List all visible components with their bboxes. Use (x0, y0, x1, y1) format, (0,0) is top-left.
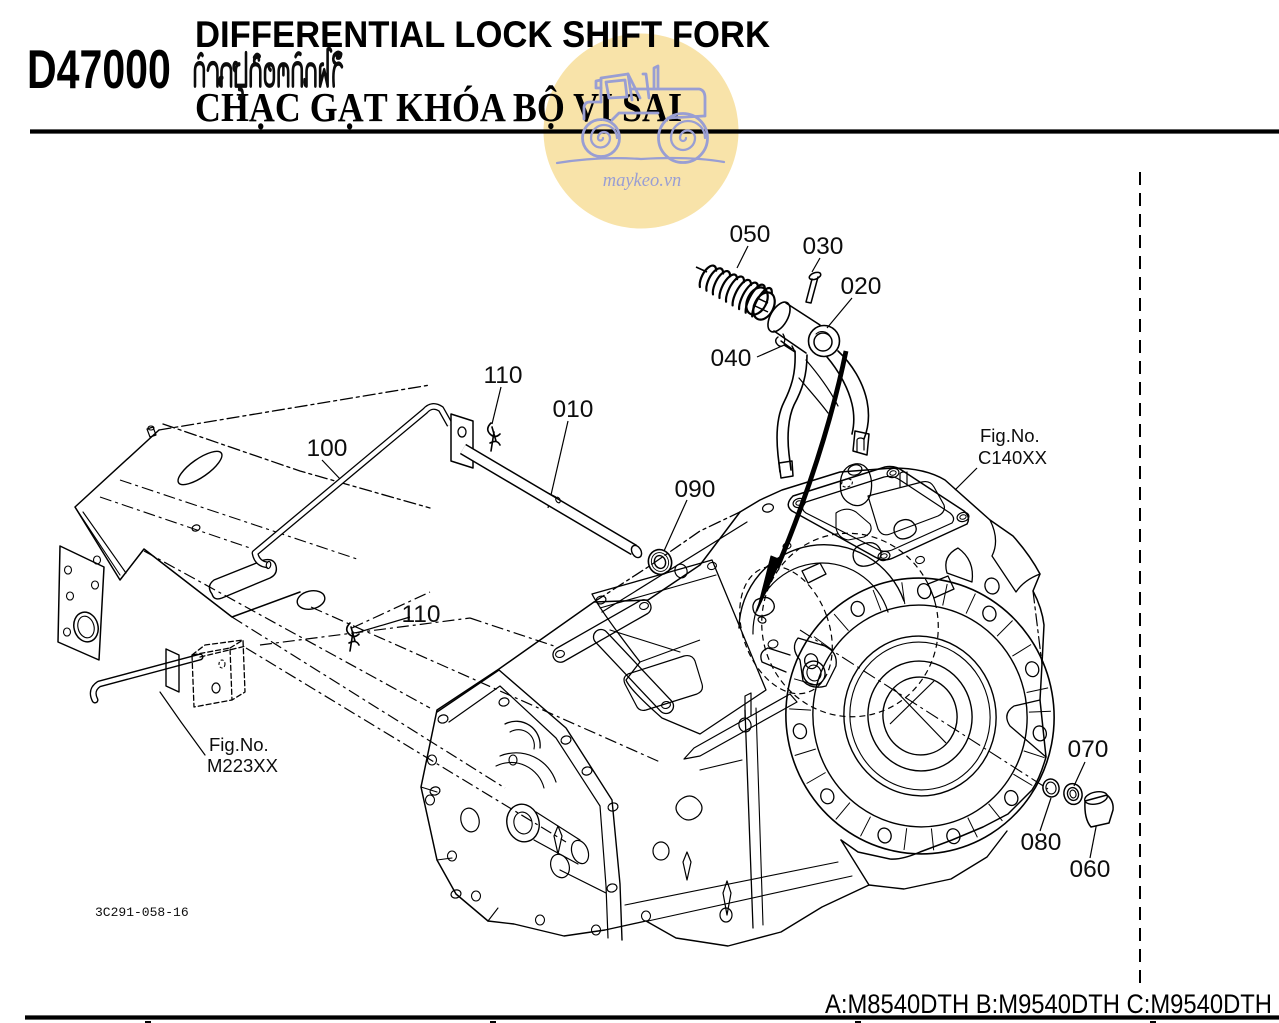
svg-text:010: 010 (553, 396, 594, 423)
svg-text:110: 110 (483, 362, 522, 389)
svg-text:030: 030 (803, 233, 844, 260)
svg-text:070: 070 (1068, 736, 1109, 763)
svg-text:A:M8540DTH B:M9540DTH C:M9540D: A:M8540DTH B:M9540DTH C:M9540DTH (825, 989, 1272, 1019)
svg-text:3C291-058-16: 3C291-058-16 (95, 905, 189, 920)
svg-text:M223XX: M223XX (207, 755, 278, 776)
svg-text:020: 020 (841, 273, 882, 300)
svg-text:050: 050 (730, 221, 771, 248)
svg-text:080: 080 (1021, 829, 1062, 856)
svg-text:110: 110 (401, 601, 440, 628)
svg-text:D47000: D47000 (27, 39, 171, 100)
svg-text:Fig.No.: Fig.No. (980, 425, 1040, 446)
svg-text:C140XX: C140XX (978, 447, 1047, 468)
svg-text:060: 060 (1070, 856, 1111, 883)
svg-text:100: 100 (307, 435, 348, 462)
svg-text:040: 040 (711, 345, 752, 372)
svg-text:maykeo.vn: maykeo.vn (603, 171, 682, 191)
svg-text:090: 090 (675, 476, 716, 503)
svg-text:Fig.No.: Fig.No. (209, 734, 269, 755)
